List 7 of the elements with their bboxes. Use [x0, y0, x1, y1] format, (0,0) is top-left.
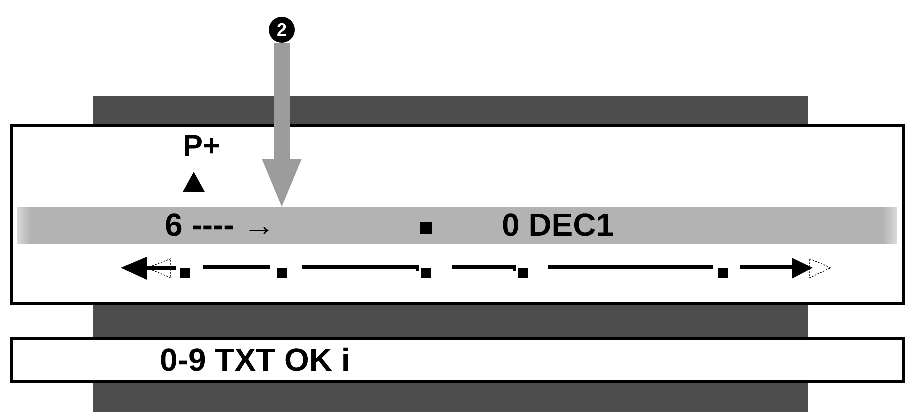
highlight-bar — [17, 207, 897, 244]
menu-text: 6 ---- → — [165, 207, 276, 244]
indicator-label: P+ — [183, 131, 221, 163]
display-window — [10, 124, 905, 305]
callout-number: 2 — [269, 17, 295, 43]
leader-arrow — [262, 43, 302, 207]
menu-text: 0 DEC1 — [502, 207, 614, 244]
